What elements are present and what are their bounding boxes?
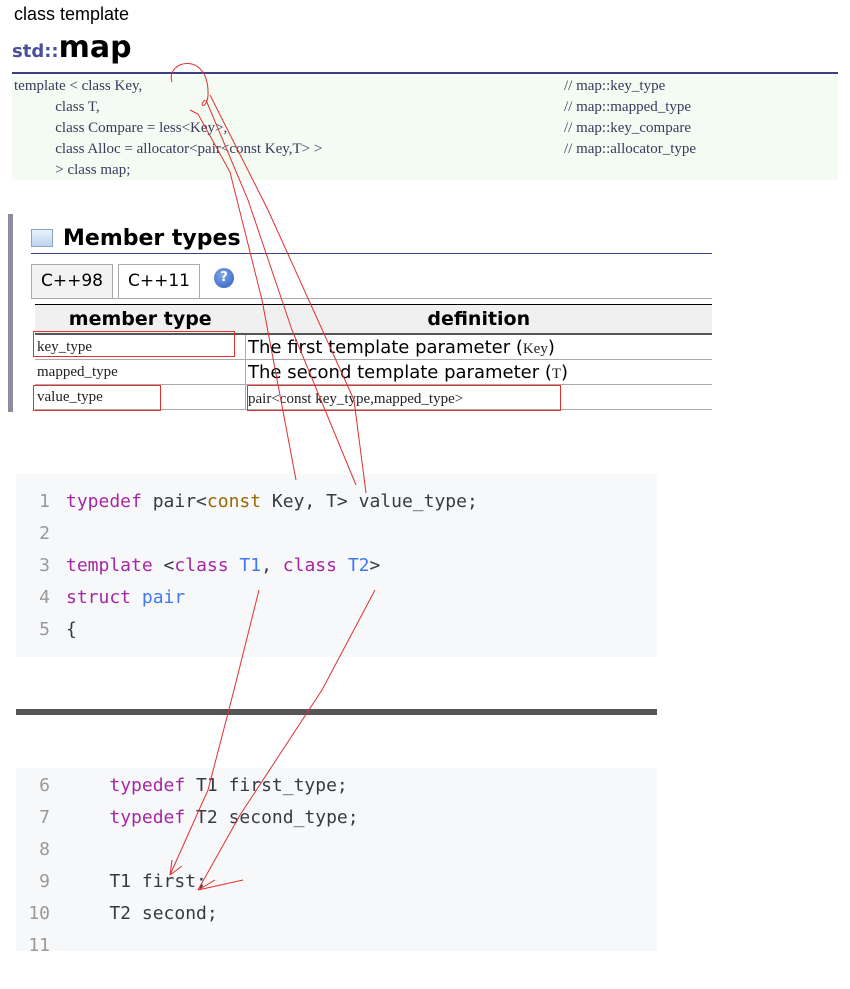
code-token: [66, 807, 109, 828]
table-header-row: member type definition: [35, 304, 712, 335]
code-block-2: 6 typedef T1 first_type;7 typedef T2 sec…: [16, 768, 657, 951]
definition-code[interactable]: pair<const key_type,mapped_type>: [248, 390, 464, 407]
code-token: {: [66, 619, 77, 640]
tabs-rule: [31, 298, 712, 299]
code-line: 10 T2 second;: [16, 898, 218, 930]
definition-end: ): [561, 361, 569, 383]
decl-comment: // map::key_type: [564, 78, 666, 94]
code-token: T1: [239, 555, 262, 576]
line-number: 9: [39, 871, 50, 892]
member-type-cell[interactable]: key_type: [35, 334, 246, 360]
code-token: typedef: [109, 807, 186, 828]
line-number: 10: [28, 903, 50, 924]
table-row: value_type pair<const key_type,mapped_ty…: [35, 384, 712, 410]
code-token: typedef: [109, 775, 186, 796]
code-token: [229, 555, 240, 576]
definition-text: The first template parameter (: [248, 336, 523, 358]
code-token: const: [206, 491, 262, 512]
section-sidebar-bar: [8, 214, 13, 412]
code-token: [337, 555, 348, 576]
definition-text: The second template parameter (: [248, 361, 552, 383]
code-token: pair<: [141, 491, 207, 512]
definition-code[interactable]: T: [551, 365, 562, 382]
definition-end: ): [547, 336, 555, 358]
page-kicker: class template: [14, 4, 130, 24]
code-token: [66, 775, 109, 796]
code-token: template: [66, 555, 153, 576]
decl-line: class Alloc = allocator<pair<const Key,T…: [14, 141, 323, 157]
table-row: mapped_type The second template paramete…: [35, 359, 712, 385]
title-name: map: [58, 30, 132, 65]
code-token: T2 second;: [66, 903, 218, 924]
code-token: ,: [261, 555, 283, 576]
definition-cell: The second template parameter (T): [245, 359, 712, 385]
divider: [16, 709, 657, 715]
page-title: std::map: [12, 30, 132, 65]
code-token: class: [174, 555, 229, 576]
line-number: 2: [39, 523, 50, 544]
line-number: 7: [39, 807, 50, 828]
code-token: <: [152, 555, 175, 576]
line-number: 8: [39, 839, 50, 860]
tab-cpp11[interactable]: C++11: [118, 264, 200, 298]
member-types-rule: [31, 253, 712, 254]
decl-comment: // map::mapped_type: [564, 99, 692, 115]
decl-line: class T,: [14, 99, 100, 115]
code-line: 1 typedef pair<const Key, T> value_type;: [16, 486, 478, 518]
code-line: 8: [16, 834, 66, 866]
decl-comment: // map::key_compare: [564, 120, 692, 136]
help-icon[interactable]: ?: [214, 268, 234, 288]
code-line: 9 T1 first;: [16, 866, 207, 898]
line-number: 4: [39, 587, 50, 608]
member-types-table: member type definition key_type The firs…: [35, 304, 712, 410]
tab-cpp98[interactable]: C++98: [31, 264, 113, 298]
code-line: 5{: [16, 614, 77, 646]
decl-line: class Compare = less<Key>,: [14, 120, 228, 136]
title-rule: [12, 72, 838, 74]
code-line: 2: [16, 518, 66, 550]
column-header-member-type: member type: [35, 304, 246, 335]
declaration-box: template < class Key, class T, class Com…: [12, 76, 838, 180]
decl-comment: // map::allocator_type: [564, 141, 697, 157]
line-number: 3: [39, 555, 50, 576]
code-token: T2: [347, 555, 370, 576]
column-header-definition: definition: [245, 304, 712, 335]
code-token: T1 first;: [66, 871, 207, 892]
line-number: 11: [28, 935, 50, 951]
definition-code[interactable]: Key: [522, 340, 548, 357]
code-token: typedef: [66, 491, 142, 512]
code-token: [131, 587, 142, 608]
decl-line: > class map;: [14, 162, 131, 178]
member-types-heading: Member types: [63, 226, 241, 251]
definition-cell: The first template parameter (Key): [245, 334, 712, 360]
title-namespace: std::: [12, 41, 59, 62]
code-token: pair: [141, 587, 186, 608]
member-type-cell[interactable]: value_type: [35, 384, 246, 410]
code-line: 4 struct pair: [16, 582, 185, 614]
section-icon: [31, 229, 53, 247]
code-line: 11: [16, 930, 66, 951]
member-type-cell[interactable]: mapped_type: [35, 359, 246, 385]
code-token: T2 second_type;: [185, 807, 359, 828]
code-token: T1 first_type;: [185, 775, 348, 796]
definition-cell: pair<const key_type,mapped_type>: [245, 384, 712, 410]
decl-line: template < class Key,: [14, 78, 143, 94]
table-row: key_type The first template parameter (K…: [35, 334, 712, 360]
line-number: 5: [39, 619, 50, 640]
code-token: class: [282, 555, 337, 576]
code-token: >: [369, 555, 381, 576]
code-line: 6 typedef T1 first_type;: [16, 770, 348, 802]
code-token: struct: [66, 587, 132, 608]
line-number: 1: [39, 491, 50, 512]
code-token: Key, T> value_type;: [261, 491, 478, 512]
code-line: 7 typedef T2 second_type;: [16, 802, 359, 834]
line-number: 6: [39, 775, 50, 796]
